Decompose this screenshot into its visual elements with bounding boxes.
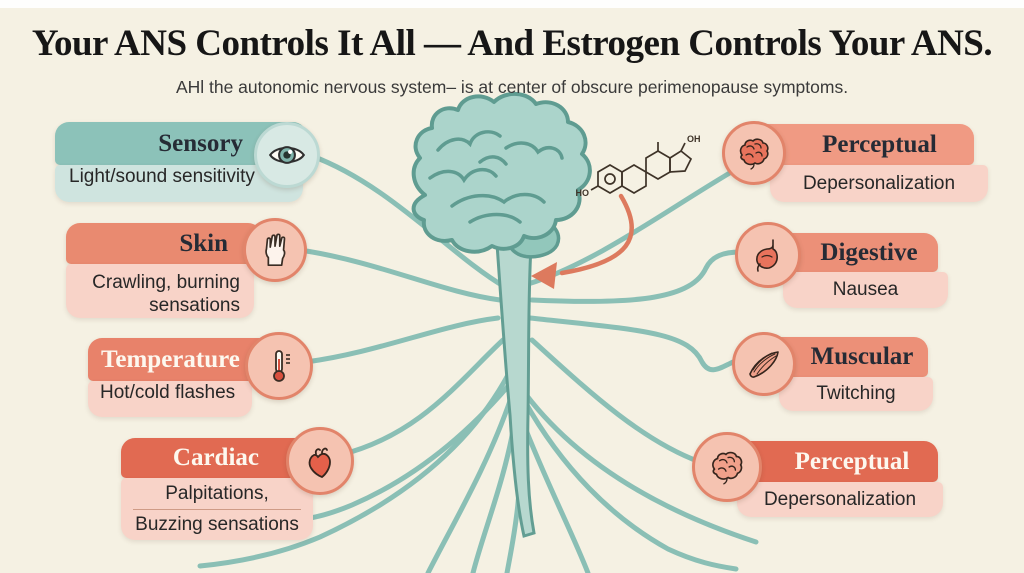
skin-title: Skin — [179, 229, 228, 257]
temperature-icon-circle — [245, 332, 313, 400]
skin-card-sub: Crawling, burning sensations — [66, 264, 254, 318]
cardiac-subtitle-line2: Buzzing sensations — [135, 513, 299, 535]
cardiac-sub-divider — [132, 508, 302, 510]
page-subtitle: AHl the autonomic nervous system– is at … — [175, 77, 849, 97]
muscular-subtitle: Twitching — [816, 383, 896, 405]
temperature-card-sub: Hot/cold flashes — [88, 381, 252, 417]
digestive-card-sub: Nausea — [783, 272, 948, 308]
sensory-title: Sensory — [158, 129, 243, 157]
cardiac-card-sub: Palpitations, Buzzing sensations — [121, 478, 313, 540]
skin-card-header: Skin — [66, 223, 262, 264]
sensory-subtitle: Light/sound sensitivity — [69, 166, 255, 187]
thermometer-icon — [273, 350, 290, 382]
hand-icon — [265, 233, 286, 267]
perceptual-top-card-sub: Depersonalization — [770, 165, 988, 202]
estrogen-arrow — [531, 193, 634, 289]
muscle-icon — [749, 351, 779, 378]
perceptual-bottom-icon-circle — [692, 432, 762, 502]
cardiac-card-header: Cardiac — [121, 438, 311, 478]
heart-icon — [308, 447, 331, 479]
perceptual-bottom-subtitle: Depersonalization — [763, 488, 917, 510]
temperature-card-header: Temperature — [88, 338, 280, 381]
perceptual-top-icon-circle — [722, 121, 786, 185]
digestive-subtitle: Nausea — [832, 279, 899, 301]
temperature-subtitle: Hot/cold flashes — [100, 382, 236, 403]
brain — [411, 92, 592, 254]
perceptual-bottom-card-sub: Depersonalization — [737, 482, 943, 517]
skin-subtitle: Crawling, burning sensations — [92, 271, 240, 317]
cardiac-icon-circle — [286, 427, 354, 495]
perceptual-top-subtitle: Depersonalization — [802, 172, 956, 194]
muscular-title: Muscular — [810, 343, 914, 370]
molecule-label-ho: HO — [576, 188, 590, 198]
temperature-title: Temperature — [101, 345, 240, 373]
skin-icon-circle — [243, 218, 307, 282]
cardiac-title: Cardiac — [172, 444, 259, 471]
brain-icon — [739, 138, 769, 170]
muscular-icon-circle — [732, 332, 796, 396]
molecule-label-oh: OH — [687, 134, 701, 144]
brain-icon — [712, 451, 743, 485]
stomach-icon — [756, 239, 778, 272]
perceptual-top-title: Perceptual — [822, 130, 937, 158]
perceptual-bottom-title: Perceptual — [794, 447, 910, 475]
digestive-icon-circle — [735, 222, 801, 288]
brain-gyri — [428, 130, 564, 224]
muscular-card-sub: Twitching — [779, 377, 933, 411]
page-title: Your ANS Controls It All — And Estrogen … — [31, 23, 993, 64]
sensory-icon-circle — [254, 122, 320, 188]
eye-icon — [268, 146, 306, 164]
sensory-card-sub: Light/sound sensitivity — [55, 165, 303, 202]
top-border — [0, 0, 1024, 8]
cardiac-subtitle-line1: Palpitations, — [165, 482, 269, 504]
estrogen-molecule — [590, 142, 693, 194]
spinal-cord — [495, 242, 536, 538]
digestive-title: Digestive — [820, 238, 918, 266]
